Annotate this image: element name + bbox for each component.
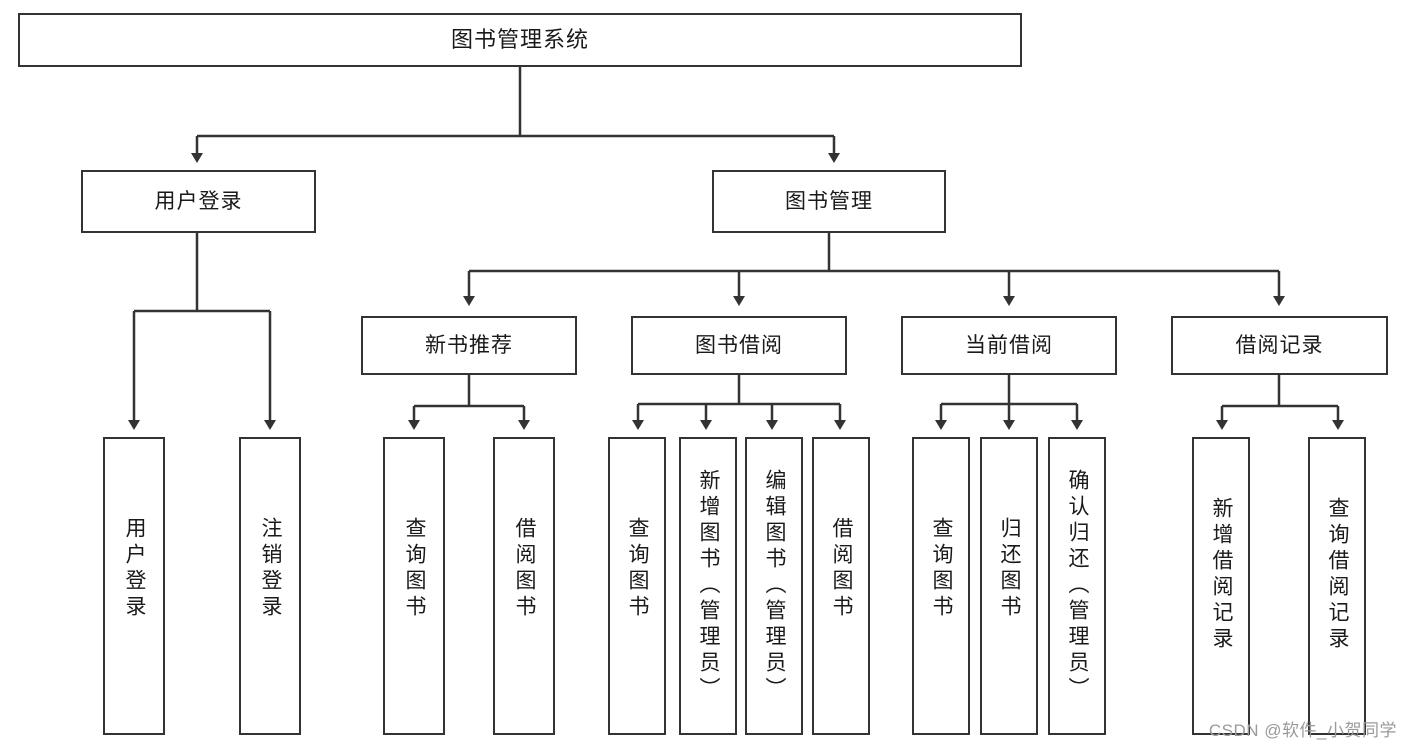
leaf-new-book-borrow-book[interactable]: 借阅图书: [493, 437, 555, 735]
node-new-book-recommend[interactable]: 新书推荐: [361, 316, 577, 375]
csdn-watermark: CSDN @软件_小贺同学: [1208, 721, 1397, 740]
node-label: 图书管理: [785, 189, 873, 213]
leaf-current-borrow-confirm-return-admin[interactable]: 确认归还（管理员）: [1048, 437, 1106, 735]
node-label: 归还图书: [998, 517, 1022, 621]
node-label: 借阅记录: [1235, 333, 1324, 357]
leaf-book-borrow-add-book-admin[interactable]: 新增图书（管理员）: [679, 437, 737, 735]
node-label: 用户登录: [154, 189, 243, 213]
node-label: 注销登录: [259, 517, 283, 621]
node-root-book-management-system[interactable]: 图书管理系统: [18, 13, 1022, 67]
node-label: 查询图书: [403, 517, 427, 621]
node-label: 确认归还（管理员）: [1066, 469, 1090, 703]
leaf-book-borrow-query-book[interactable]: 查询图书: [608, 437, 666, 735]
node-label: 借阅图书: [513, 517, 537, 621]
node-label: 查询借阅记录: [1326, 497, 1350, 653]
node-label: 查询图书: [626, 517, 650, 621]
node-book-borrow[interactable]: 图书借阅: [631, 316, 847, 375]
node-current-borrow[interactable]: 当前借阅: [901, 316, 1117, 375]
leaf-current-borrow-return-book[interactable]: 归还图书: [980, 437, 1038, 735]
leaf-current-borrow-query-book[interactable]: 查询图书: [912, 437, 970, 735]
node-book-management[interactable]: 图书管理: [712, 170, 946, 233]
leaf-user-login-login[interactable]: 用户登录: [103, 437, 165, 735]
node-borrow-record[interactable]: 借阅记录: [1171, 316, 1388, 375]
node-label: 编辑图书（管理员）: [763, 469, 787, 703]
node-label: 新增借阅记录: [1210, 497, 1234, 653]
leaf-book-borrow-edit-book-admin[interactable]: 编辑图书（管理员）: [745, 437, 803, 735]
node-label: 图书借阅: [695, 333, 783, 357]
leaf-borrow-record-query-record[interactable]: 查询借阅记录: [1308, 437, 1366, 735]
node-label: 借阅图书: [830, 517, 854, 621]
leaf-book-borrow-borrow-book[interactable]: 借阅图书: [812, 437, 870, 735]
node-label: 查询图书: [930, 517, 954, 621]
leaf-new-book-query-book[interactable]: 查询图书: [383, 437, 445, 735]
node-label: 新书推荐: [425, 333, 513, 357]
node-label: 当前借阅: [965, 333, 1053, 357]
node-label: 用户登录: [123, 517, 147, 621]
leaf-borrow-record-add-record[interactable]: 新增借阅记录: [1192, 437, 1250, 735]
leaf-user-login-logout[interactable]: 注销登录: [239, 437, 301, 735]
node-user-login[interactable]: 用户登录: [81, 170, 316, 233]
node-label: 图书管理系统: [450, 26, 589, 52]
node-label: 新增图书（管理员）: [697, 469, 721, 703]
